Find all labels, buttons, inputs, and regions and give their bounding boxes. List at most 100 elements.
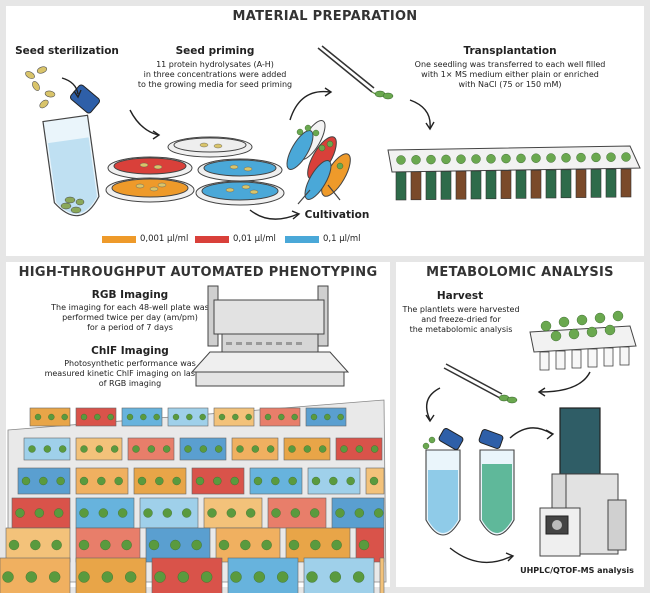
seedling <box>486 154 496 164</box>
tray-well <box>425 171 437 200</box>
seed-priming-title: Seed priming <box>175 45 255 57</box>
tray-well <box>605 168 617 198</box>
plant <box>278 413 285 421</box>
harvest-desc-2: and freeze-dried for <box>421 315 501 324</box>
plant <box>121 539 132 551</box>
plant <box>303 445 311 453</box>
plant <box>79 476 89 486</box>
plant <box>126 413 134 421</box>
legend-item-high: 0,1 µl/ml <box>285 234 361 244</box>
plant <box>49 571 61 583</box>
plant <box>2 571 14 583</box>
rgb-imaging-desc-3: for a period of 7 days <box>87 323 173 332</box>
seedling <box>576 152 586 163</box>
plant <box>290 508 300 518</box>
plant <box>354 508 364 518</box>
plant <box>218 539 230 551</box>
legend-swatch-mid <box>195 235 229 243</box>
plant <box>61 413 68 421</box>
plant <box>78 539 90 551</box>
plant <box>340 445 348 453</box>
plant <box>310 539 321 551</box>
plant <box>163 445 171 453</box>
plant <box>369 476 379 486</box>
plant <box>78 571 90 583</box>
plant <box>246 508 256 518</box>
tray-well <box>620 168 632 198</box>
seedling <box>441 154 451 165</box>
chlf-imaging-desc-1: Photosynthetic performance was <box>64 359 196 368</box>
plant <box>310 508 320 518</box>
plant <box>153 413 160 421</box>
plant <box>125 571 137 583</box>
tray-well <box>410 171 422 201</box>
phenotyping-header: HIGH-THROUGHPUT AUTOMATED PHENOTYPING <box>18 265 378 280</box>
chlf-imaging-desc-3: of RGB imaging <box>98 379 162 388</box>
legend-label-low: 0,001 µl/ml <box>140 234 189 244</box>
plant <box>111 445 119 453</box>
tray-well <box>590 169 602 198</box>
plant <box>291 413 298 421</box>
seedling <box>471 154 481 164</box>
plant <box>201 571 213 583</box>
plant <box>98 508 108 518</box>
plant <box>264 413 272 421</box>
plant <box>15 508 25 518</box>
plant <box>288 539 300 551</box>
instrument-label: UHPLC/QTOF-MS analysis <box>520 566 634 575</box>
plant <box>137 476 147 486</box>
seedling <box>426 154 436 165</box>
plant <box>177 571 189 583</box>
plant <box>253 571 265 583</box>
plate-tile <box>379 557 385 593</box>
plant <box>371 445 379 453</box>
tray-well <box>530 169 542 199</box>
material-preparation-header: MATERIAL PREPARATION <box>232 9 418 24</box>
transplantation-desc-2: with 1× MS medium either plain or enrich… <box>421 70 599 79</box>
plant <box>25 571 37 583</box>
seed-priming-desc-2: in three concentrations were added <box>143 70 287 79</box>
plant <box>288 445 296 453</box>
plant <box>191 539 202 551</box>
plant <box>324 413 331 421</box>
plant <box>100 539 111 551</box>
plant <box>213 476 222 486</box>
harvest-desc-1: The plantlets were harvested <box>402 305 520 314</box>
plant <box>172 413 180 421</box>
plant <box>253 476 263 486</box>
seedling <box>546 153 556 163</box>
plant <box>59 445 67 453</box>
seed-sterilization-label: Seed sterilization <box>15 45 119 57</box>
tray-well <box>395 171 407 201</box>
plant <box>226 508 236 518</box>
seed-priming-desc-3: to the growing media for seed priming <box>137 80 293 89</box>
plant <box>374 508 384 518</box>
seedling <box>516 153 526 164</box>
harvest-desc-3: the metabolomic analysis <box>409 325 513 334</box>
plant <box>230 476 239 486</box>
tray-well <box>560 169 572 199</box>
chlf-imaging-title: ChlF Imaging <box>91 345 169 357</box>
plant <box>97 476 106 486</box>
plant <box>306 571 318 583</box>
legend-swatch-high <box>285 235 319 243</box>
plant <box>261 539 272 551</box>
plant <box>114 476 123 486</box>
plant <box>245 413 252 421</box>
plant <box>218 413 226 421</box>
plant <box>54 508 64 518</box>
tray-well <box>455 170 467 200</box>
legend-item-low: 0,001 µl/ml <box>102 234 188 244</box>
rgb-imaging-desc-2: performed twice per day (am/pm) <box>62 313 198 322</box>
tray-well <box>545 169 557 199</box>
plant <box>95 445 103 453</box>
plant <box>288 476 297 486</box>
plant <box>80 413 88 421</box>
plant <box>331 539 342 551</box>
plant <box>353 571 365 583</box>
seedling <box>411 155 421 165</box>
plant <box>34 508 44 518</box>
